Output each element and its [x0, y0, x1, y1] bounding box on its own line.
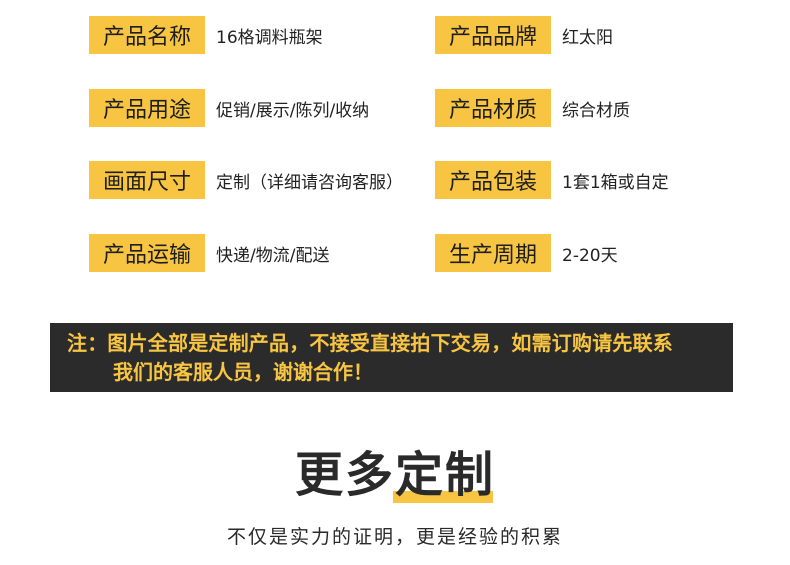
spec-label: 生产周期 [435, 234, 551, 272]
spec-value: 红太阳 [562, 27, 613, 48]
spec-label: 产品运输 [89, 234, 205, 272]
spec-value: 1套1箱或自定 [562, 172, 669, 193]
spec-item-size: 画面尺寸 定制（详细请咨询客服） [89, 161, 403, 199]
section-headline: 更多定制 [0, 445, 790, 505]
spec-value: 16格调料瓶架 [216, 27, 323, 48]
spec-label: 产品包装 [435, 161, 551, 199]
spec-label: 产品用途 [89, 89, 205, 127]
notice-line-1: 注：图片全部是定制产品，不接受直接拍下交易，如需订购请先联系 [67, 331, 673, 355]
notice-line-2: 我们的客服人员，谢谢合作！ [113, 360, 373, 384]
spec-item-usage: 产品用途 促销/展示/陈列/收纳 [89, 89, 369, 127]
spec-item-lead-time: 生产周期 2-20天 [435, 234, 618, 272]
spec-item-product-name: 产品名称 16格调料瓶架 [89, 16, 323, 54]
spec-label: 产品材质 [435, 89, 551, 127]
spec-value: 2-20天 [562, 245, 618, 266]
spec-label: 画面尺寸 [89, 161, 205, 199]
spec-item-brand: 产品品牌 红太阳 [435, 16, 613, 54]
headline-text: 更多定制 [294, 447, 495, 503]
section-subtitle: 不仅是实力的证明，更是经验的积累 [226, 526, 563, 548]
spec-value: 促销/展示/陈列/收纳 [216, 100, 370, 121]
spec-value: 快递/物流/配送 [216, 245, 330, 266]
spec-value: 定制（详细请咨询客服） [216, 172, 403, 193]
spec-label: 产品名称 [89, 16, 205, 54]
headline-highlight-bar [392, 491, 493, 503]
spec-item-shipping: 产品运输 快递/物流/配送 [89, 234, 329, 272]
spec-label: 产品品牌 [435, 16, 551, 54]
notice-banner: 注：图片全部是定制产品，不接受直接拍下交易，如需订购请先联系 我们的客服人员，谢… [50, 323, 733, 392]
spec-item-packaging: 产品包装 1套1箱或自定 [435, 161, 669, 199]
spec-item-material: 产品材质 综合材质 [435, 89, 630, 127]
spec-value: 综合材质 [562, 100, 630, 121]
